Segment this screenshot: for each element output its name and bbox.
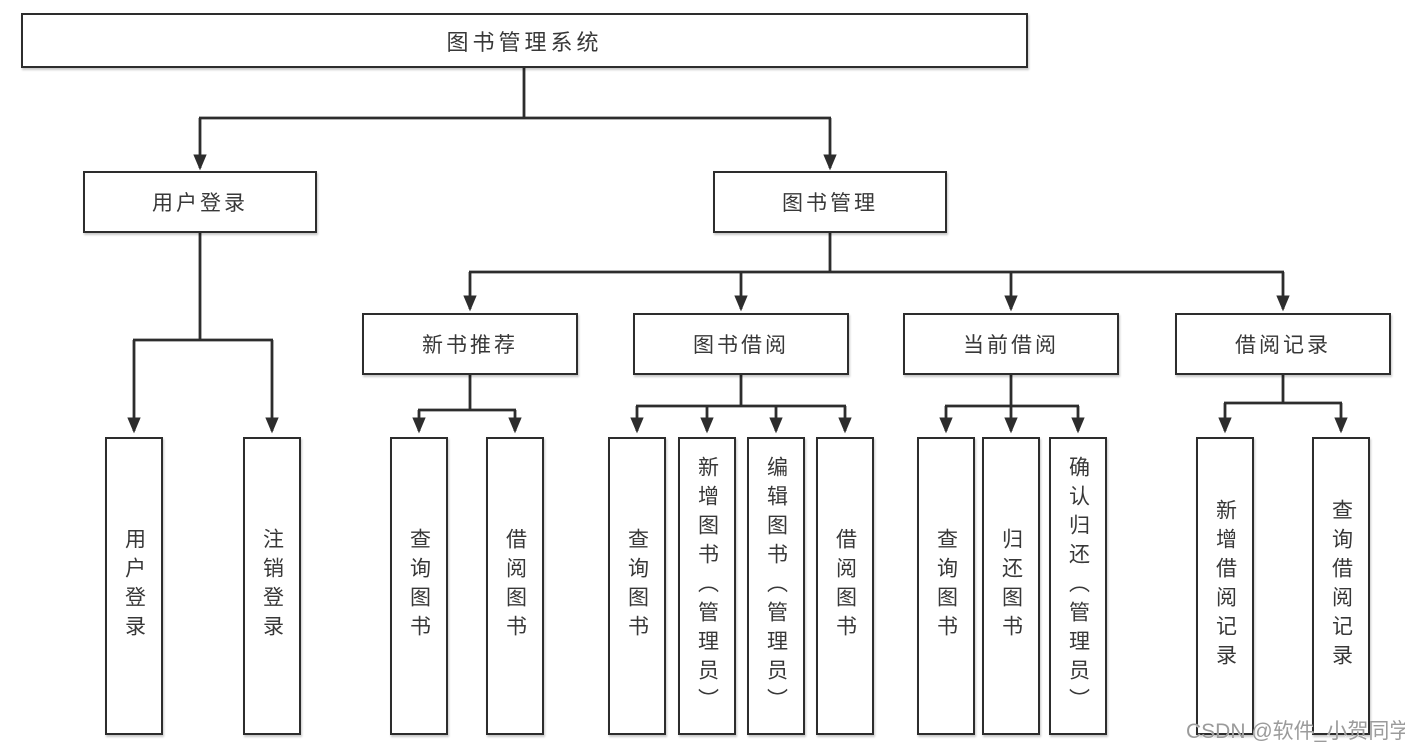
leaf-add-borrow-record: 新增借阅记录 bbox=[1196, 437, 1254, 735]
leaf-query-books-label: 查询图书 bbox=[934, 528, 958, 644]
leaf-borrow-books-label: 借阅图书 bbox=[833, 528, 857, 644]
leaf-query-books: 查询图书 bbox=[917, 437, 975, 735]
leaf-logout-label: 注销登录 bbox=[260, 528, 284, 644]
leaf-return-book-label: 归还图书 bbox=[999, 528, 1023, 644]
leaf-return-book: 归还图书 bbox=[982, 437, 1040, 735]
leaf-query-borrow-record-label: 查询借阅记录 bbox=[1329, 499, 1353, 673]
leaf-query-books: 查询图书 bbox=[608, 437, 666, 735]
leaf-confirm-return-admin: 确认归还（管理员） bbox=[1049, 437, 1107, 735]
node-book-borrow: 图书借阅 bbox=[633, 313, 849, 375]
leaf-user-login-label: 用户登录 bbox=[122, 528, 146, 644]
leaf-query-borrow-record: 查询借阅记录 bbox=[1312, 437, 1370, 735]
node-root: 图书管理系统 bbox=[21, 13, 1028, 68]
node-current-borrow: 当前借阅 bbox=[903, 313, 1119, 375]
node-new-book-recommend-label: 新书推荐 bbox=[422, 334, 518, 357]
leaf-add-book-admin-label: 新增图书（管理员） bbox=[695, 455, 719, 717]
leaf-query-books-label: 查询图书 bbox=[407, 528, 431, 644]
leaf-borrow-books-label: 借阅图书 bbox=[503, 528, 527, 644]
watermark: CSDN @软件_小贺同学 bbox=[1186, 720, 1405, 743]
node-new-book-recommend: 新书推荐 bbox=[362, 313, 578, 375]
leaf-edit-book-admin-label: 编辑图书（管理员） bbox=[764, 455, 788, 717]
leaf-add-borrow-record-label: 新增借阅记录 bbox=[1213, 499, 1237, 673]
node-user-login: 用户登录 bbox=[83, 171, 317, 233]
leaf-query-books-label: 查询图书 bbox=[625, 528, 649, 644]
node-root-label: 图书管理系统 bbox=[446, 29, 603, 55]
node-borrow-records: 借阅记录 bbox=[1175, 313, 1391, 375]
leaf-query-books: 查询图书 bbox=[390, 437, 448, 735]
leaf-edit-book-admin: 编辑图书（管理员） bbox=[747, 437, 805, 735]
leaf-borrow-books: 借阅图书 bbox=[486, 437, 544, 735]
leaf-add-book-admin: 新增图书（管理员） bbox=[678, 437, 736, 735]
node-book-borrow-label: 图书借阅 bbox=[693, 334, 789, 357]
leaf-user-login: 用户登录 bbox=[105, 437, 163, 735]
leaf-borrow-books: 借阅图书 bbox=[816, 437, 874, 735]
leaf-confirm-return-admin-label: 确认归还（管理员） bbox=[1066, 455, 1090, 717]
node-book-management-label: 图书管理 bbox=[782, 192, 878, 215]
node-book-management: 图书管理 bbox=[713, 171, 947, 233]
leaf-logout: 注销登录 bbox=[243, 437, 301, 735]
node-current-borrow-label: 当前借阅 bbox=[963, 334, 1059, 357]
node-user-login-label: 用户登录 bbox=[152, 192, 248, 215]
node-borrow-records-label: 借阅记录 bbox=[1235, 334, 1331, 357]
